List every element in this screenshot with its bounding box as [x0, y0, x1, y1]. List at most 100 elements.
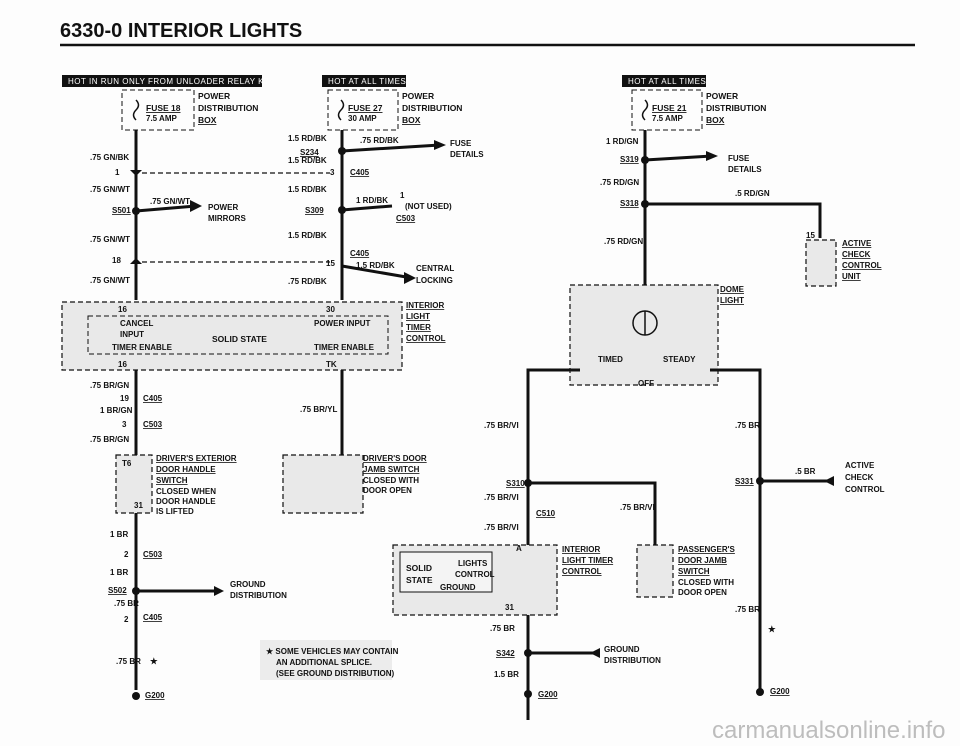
ilt-label-l3: CONTROL — [562, 567, 602, 576]
fuse-21-symbol — [641, 99, 649, 121]
left-wire-4: .75 GN/WT — [90, 235, 130, 244]
fuse-details-wire-2 — [644, 154, 713, 162]
timer-enable-left: TIMER ENABLE — [112, 343, 173, 352]
mid-pin-15: 15 — [326, 259, 335, 268]
timer-label-l3: TIMER — [406, 323, 431, 332]
mid-wire-1: 1.5 RD/BK — [288, 134, 327, 143]
pdb-1-l1: POWER — [198, 91, 230, 101]
s310-label: S310 — [506, 479, 525, 488]
fuse-details-wire — [341, 143, 441, 153]
note-l2: AN ADDITIONAL SPLICE. — [276, 658, 372, 667]
watermark: carmanualsonline.info — [712, 717, 945, 744]
r-wire-2: .75 RD/GN — [600, 178, 639, 187]
left-wire-1: .75 GN/BK — [90, 153, 129, 162]
left-pin-18: 18 — [112, 256, 121, 265]
timer-input: INPUT — [120, 330, 144, 339]
fuse-21-label: FUSE 21 — [652, 103, 687, 113]
fuse-details-l1: FUSE — [450, 139, 472, 148]
dome-timed: TIMED — [598, 355, 623, 364]
not-used: (NOT USED) — [405, 202, 452, 211]
ll-pin-2: 2 — [124, 550, 129, 559]
r-wire-br3: .75 BR — [490, 624, 515, 633]
ilt-label-l1: INTERIOR — [562, 545, 600, 554]
c405-label-2: C405 — [350, 249, 370, 258]
ll-star: ★ — [150, 656, 159, 666]
note-box — [260, 640, 392, 680]
timer-pin-tk: TK — [326, 360, 337, 369]
pass-note-l1: CLOSED WITH — [678, 578, 734, 587]
fuse-details-l2: DETAILS — [450, 150, 484, 159]
c510-label: C510 — [536, 509, 556, 518]
ll-g200: G200 — [145, 691, 165, 700]
ilt-label-l2: LIGHT TIMER — [562, 556, 613, 565]
interior-light-timer-box — [61, 301, 403, 371]
timer-label-l1: INTERIOR — [406, 301, 444, 310]
left-wire-3: .75 GN/WT — [150, 197, 190, 206]
s331-label: S331 — [735, 477, 754, 486]
header-right: HOT AT ALL TIMES — [628, 77, 706, 86]
acc2-l1: ACTIVE — [845, 461, 875, 470]
fuse-21-amp: 7.5 AMP — [652, 114, 683, 123]
pdb-2-l1: POWER — [402, 91, 434, 101]
ground-1-l1: GROUND — [230, 580, 266, 589]
r-wire-3: .75 RD/GN — [604, 237, 643, 246]
fuse-18-amp: 7.5 AMP — [146, 114, 177, 123]
timer-pin-16: 16 — [118, 305, 127, 314]
jamb-l2: JAMB SWITCH — [363, 465, 420, 474]
timer-power-input: POWER INPUT — [314, 319, 371, 328]
fuse-27-symbol — [337, 99, 345, 121]
fuse-details-arrow — [434, 140, 446, 150]
dome-steady-wire — [710, 368, 762, 690]
dome-l2: LIGHT — [720, 296, 744, 305]
page-title: 6330-0 INTERIOR LIGHTS — [60, 20, 302, 42]
s318-label: S318 — [620, 199, 639, 208]
s502-label: S502 — [108, 586, 127, 595]
acc-l2: CHECK — [842, 250, 871, 259]
central-locking-l1: CENTRAL — [416, 264, 454, 273]
s309-label: S309 — [305, 206, 324, 215]
pdb-1-l2: DISTRIBUTION — [198, 103, 258, 113]
r-wire-br4: 1.5 BR — [494, 670, 519, 679]
pdb-3-l3: BOX — [706, 115, 725, 125]
pdb-3-l2: DISTRIBUTION — [706, 103, 766, 113]
ground-1-l2: DISTRIBUTION — [230, 591, 287, 600]
central-locking-arrow — [404, 272, 416, 284]
mid-wire-2: 1.5 RD/BK — [288, 156, 327, 165]
mid-wire-nu: 1 RD/BK — [356, 196, 388, 205]
ilt-pin-a: A — [516, 544, 522, 553]
r-wire-acc2: .5 BR — [795, 467, 816, 476]
jamb-note-l1: CLOSED WITH — [363, 476, 419, 485]
pass-note-l2: DOOR OPEN — [678, 588, 727, 597]
g200-ground-3 — [756, 688, 764, 696]
g200-ground-1 — [132, 692, 140, 700]
header-middle-bar — [322, 75, 406, 87]
r-star: ★ — [768, 624, 777, 634]
ext-switch-l1: DRIVER'S EXTERIOR — [156, 454, 237, 463]
c405-label-1: C405 — [350, 168, 370, 177]
passenger-wire — [528, 481, 657, 545]
r-g200b: G200 — [770, 687, 790, 696]
fuse-18-label: FUSE 18 — [146, 103, 181, 113]
acc-feed-wire — [645, 202, 822, 238]
ext-note-l3: IS LIFTED — [156, 507, 194, 516]
driver-exterior-switch-box — [115, 454, 153, 514]
passenger-jamb-switch-box — [636, 544, 674, 598]
note-l1: ★ SOME VEHICLES MAY CONTAIN — [266, 647, 399, 656]
r-wire-vi2: .75 BR/VI — [484, 493, 519, 502]
jamb-l1: DRIVER'S DOOR — [363, 454, 427, 463]
timer-solid-state: SOLID STATE — [212, 334, 267, 344]
s342-label: S342 — [496, 649, 515, 658]
central-locking-l2: LOCKING — [416, 276, 453, 285]
r-fuse-details-l1: FUSE — [728, 154, 750, 163]
mirrors-l1: POWER — [208, 203, 238, 212]
acc2-l3: CONTROL — [845, 485, 885, 494]
ll-wire-1: .75 BR/GN — [90, 381, 129, 390]
fuse-27-box: FUSE 27 30 AMP — [327, 89, 399, 131]
ilt-state: STATE — [406, 575, 433, 585]
fuse-27-label: FUSE 27 — [348, 103, 383, 113]
ll-c503: C503 — [143, 420, 163, 429]
central-locking-wire — [341, 264, 413, 280]
acc-l3: CONTROL — [842, 261, 882, 270]
